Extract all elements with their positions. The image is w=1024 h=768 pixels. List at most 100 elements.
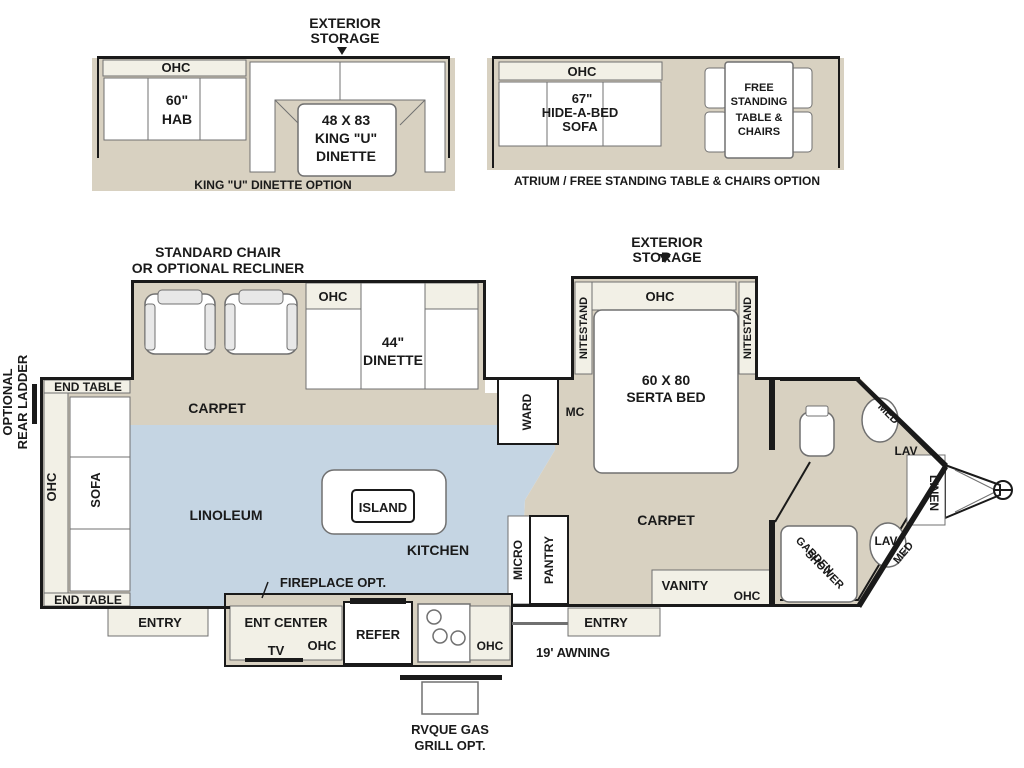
stove-ohc — [469, 605, 511, 661]
table-label: FREE — [744, 82, 773, 94]
recliner-chair — [144, 289, 216, 355]
atrium-option: OHC 67" HIDE-A-BED SOFA FREE STANDING TA… — [487, 56, 844, 188]
rear-ladder-icon — [32, 384, 37, 424]
exterior-storage-label: STORAGE — [633, 249, 702, 265]
fireplace-leader — [261, 581, 269, 599]
vanity-label: VANITY — [662, 578, 709, 593]
bath-door — [774, 461, 811, 523]
refer-top — [350, 598, 406, 604]
hitch-frame — [954, 491, 996, 513]
sofa-label: SOFA — [562, 119, 598, 134]
ward-label: WARD — [520, 393, 534, 430]
tv-label: TV — [268, 643, 285, 658]
exterior-storage-arrow — [337, 47, 347, 55]
linen-label: LINEN — [927, 475, 941, 511]
sofa-cushion — [69, 456, 131, 530]
carpet-strip — [130, 393, 498, 425]
wall — [486, 377, 573, 380]
hab-cushion — [103, 77, 149, 141]
ohc-label: OHC — [568, 64, 598, 79]
wall — [573, 276, 757, 279]
table-label: CHAIRS — [738, 126, 780, 138]
ohc-cabinet — [498, 61, 663, 81]
wall — [97, 56, 450, 59]
chair-arm — [204, 303, 216, 351]
grill-label: RVQUE GAS — [411, 722, 489, 737]
ohc-label: OHC — [319, 289, 349, 304]
wall — [133, 280, 485, 283]
ohc-label: OHC — [308, 638, 338, 653]
hab-label: HAB — [162, 111, 192, 127]
main-floor-plan: STANDARD CHAIR OR OPTIONAL RECLINER OHC … — [0, 234, 1013, 753]
chair-label: STANDARD CHAIR — [155, 244, 281, 260]
king-u-dinette-option: EXTERIOR STORAGE OHC 60" HAB 48 X 83 KIN… — [92, 15, 455, 192]
hab-cushion — [199, 77, 247, 141]
table-label: TABLE & — [736, 112, 783, 124]
hitch-frame — [944, 463, 1001, 520]
mc-label: MC — [566, 405, 585, 419]
ohc-label: OHC — [477, 639, 504, 653]
end-table-label: END TABLE — [54, 380, 122, 394]
exterior-walls — [40, 276, 948, 609]
wall — [857, 464, 948, 608]
kitchen-label: KITCHEN — [407, 542, 469, 558]
sofa-label: HIDE-A-BED — [542, 105, 619, 120]
wall — [448, 56, 450, 158]
recliner-chair — [224, 289, 298, 355]
entry-label: ENTRY — [138, 615, 182, 630]
ohc-label: OHC — [44, 472, 59, 502]
toilet-icon — [799, 411, 835, 457]
hab-label: 60" — [166, 92, 188, 108]
serta-bed — [593, 309, 739, 474]
cushion-seam — [399, 99, 426, 126]
micro-label: MICRO — [511, 540, 525, 580]
nitestand-label: NITESTAND — [578, 297, 590, 359]
wall — [571, 276, 574, 380]
wall — [838, 56, 840, 168]
burner-icon — [432, 628, 448, 644]
ent-center-label: ENT CENTER — [244, 615, 328, 630]
chair-arm — [144, 303, 156, 351]
carpet-label: CARPET — [188, 400, 246, 416]
chair — [704, 111, 728, 153]
hab-cushion — [147, 77, 201, 141]
chair — [704, 67, 728, 109]
linen-cabinet — [906, 454, 946, 526]
wall — [40, 377, 43, 609]
sofa-label: SOFA — [88, 472, 103, 508]
entry-label: ENTRY — [584, 615, 628, 630]
wall — [40, 606, 230, 609]
sofa-cushion — [602, 81, 662, 147]
exterior-storage-label: EXTERIOR — [631, 234, 703, 250]
hitch-frame — [954, 469, 996, 491]
exterior-storage-label: EXTERIOR — [309, 15, 381, 31]
table-label: STANDING — [731, 96, 788, 108]
end-table-label: END TABLE — [54, 593, 122, 607]
fireplace-label: FIREPLACE OPT. — [280, 575, 386, 590]
exterior-storage-arrow — [659, 254, 671, 263]
option-caption: ATRIUM / FREE STANDING TABLE & CHAIRS OP… — [514, 174, 820, 188]
burner-icon — [450, 630, 466, 646]
chair-arm — [224, 303, 236, 351]
pantry-label: PANTRY — [542, 536, 556, 584]
ohc-label: OHC — [734, 589, 761, 603]
wall — [780, 604, 860, 607]
grill-unit — [421, 681, 479, 715]
bed-label: 60 X 80 — [642, 372, 690, 388]
dinette-label: 48 X 83 — [322, 112, 370, 128]
refrigerator — [343, 601, 413, 665]
carpet-label: CARPET — [637, 512, 695, 528]
awning-label: 19' AWNING — [536, 645, 610, 660]
dinette-cushion — [305, 308, 362, 390]
ohc-label: OHC — [162, 60, 192, 75]
wall — [755, 377, 860, 380]
sofa-cushion — [69, 528, 131, 592]
dinette-cushion — [424, 308, 479, 390]
nitestand — [574, 281, 593, 375]
grill-label: GRILL OPT. — [414, 738, 485, 753]
dinette-cushion — [360, 282, 426, 390]
vanity — [651, 569, 773, 607]
option-caption: KING "U" DINETTE OPTION — [194, 178, 351, 192]
wall — [856, 377, 948, 468]
